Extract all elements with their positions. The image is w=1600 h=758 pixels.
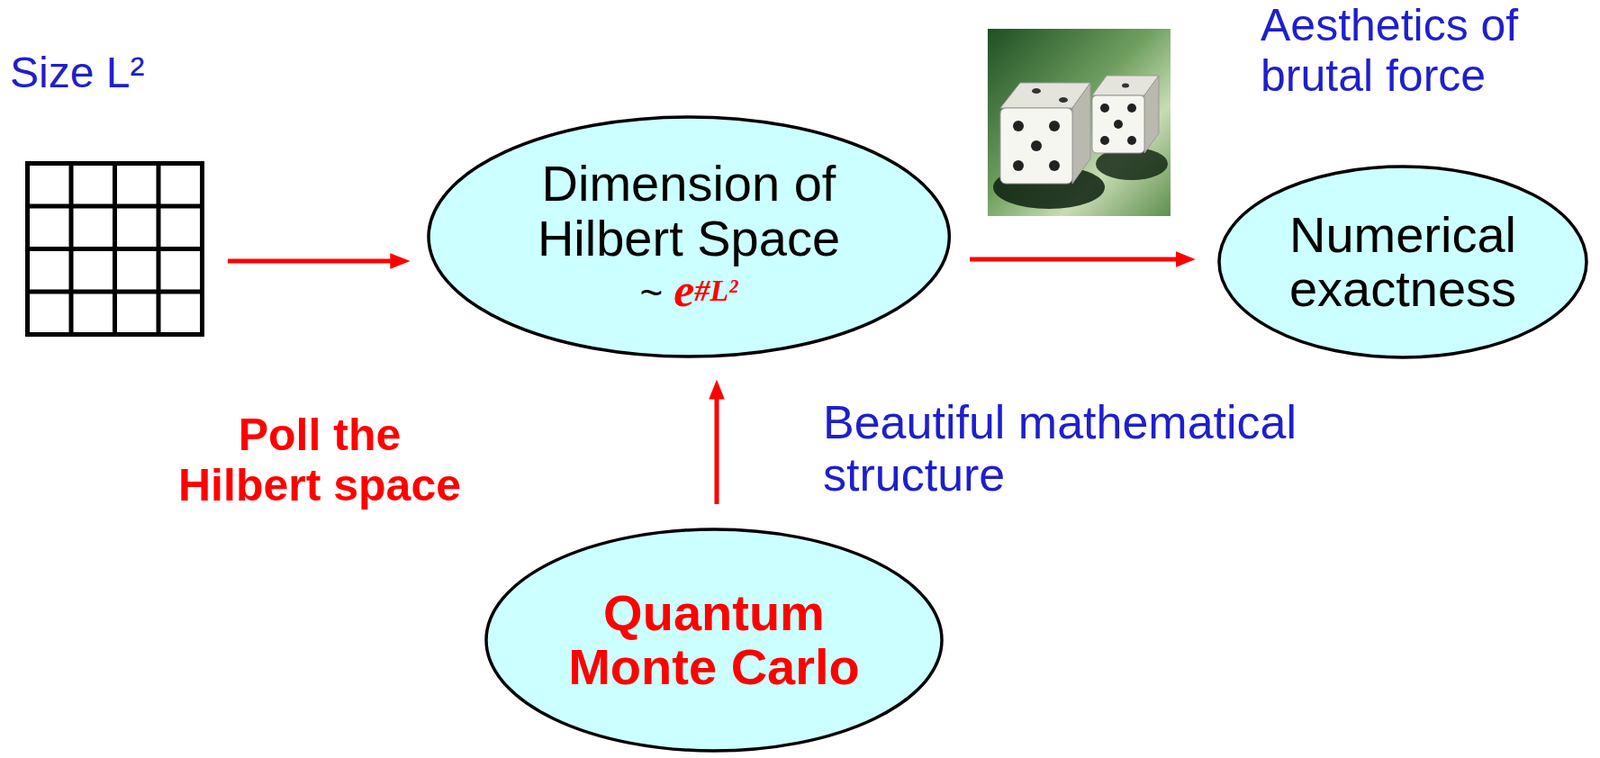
ellipse-outline	[486, 529, 942, 751]
table-felt	[987, 28, 1171, 217]
text-line: Dimension of Hilbert Space	[522, 156, 856, 266]
node-text-block: Size L²	[9, 49, 145, 97]
node-text: Size L²	[9, 48, 145, 97]
text-line: ~e#L²	[522, 265, 856, 317]
node-text: Quantum Monte Carlo	[568, 584, 860, 696]
dice-picture	[987, 28, 1171, 217]
flow-arrow	[714, 395, 720, 505]
node-text: ~	[640, 270, 664, 315]
text-line: Numerical exactness	[1281, 207, 1525, 317]
lattice-grid	[25, 161, 205, 337]
node-text-block: Quantum Monte Carlo	[560, 586, 868, 696]
arrow-note: Beautiful mathematical structure	[822, 396, 1382, 501]
caption-note: Aesthetics of brutal force	[1260, 0, 1567, 101]
grid-line	[27, 289, 203, 295]
node-text: e	[673, 264, 695, 317]
ellipse-outline	[428, 117, 950, 357]
text-line: Size L²	[9, 49, 145, 97]
left-die	[1000, 82, 1091, 184]
node-text: Dimension of Hilbert Space	[537, 154, 841, 266]
lattice-figure: Size L²	[9, 49, 205, 337]
grid-line	[27, 246, 203, 252]
text-line: Quantum Monte Carlo	[560, 586, 868, 696]
grid-line	[27, 161, 203, 166]
arrow-note: Poll the Hilbert space	[166, 409, 473, 511]
node-text: Numerical exactness	[1289, 206, 1517, 317]
right-die	[1092, 75, 1159, 154]
result-ellipse: Numerical exactness	[1217, 164, 1589, 360]
hilbert-space-ellipse: Dimension of Hilbert Space~e#L²	[426, 115, 951, 359]
grid-line	[27, 204, 203, 209]
ellipse-outline	[1219, 166, 1587, 358]
flow-arrow	[969, 257, 1180, 263]
method-ellipse: Quantum Monte Carlo	[484, 527, 944, 753]
node-text: #L²	[694, 273, 738, 308]
node-text-block: Numerical exactness	[1281, 207, 1525, 317]
node-text-block: Dimension of Hilbert Space~e#L²	[522, 156, 856, 317]
grid-line	[27, 332, 203, 337]
flow-arrow	[227, 259, 395, 264]
